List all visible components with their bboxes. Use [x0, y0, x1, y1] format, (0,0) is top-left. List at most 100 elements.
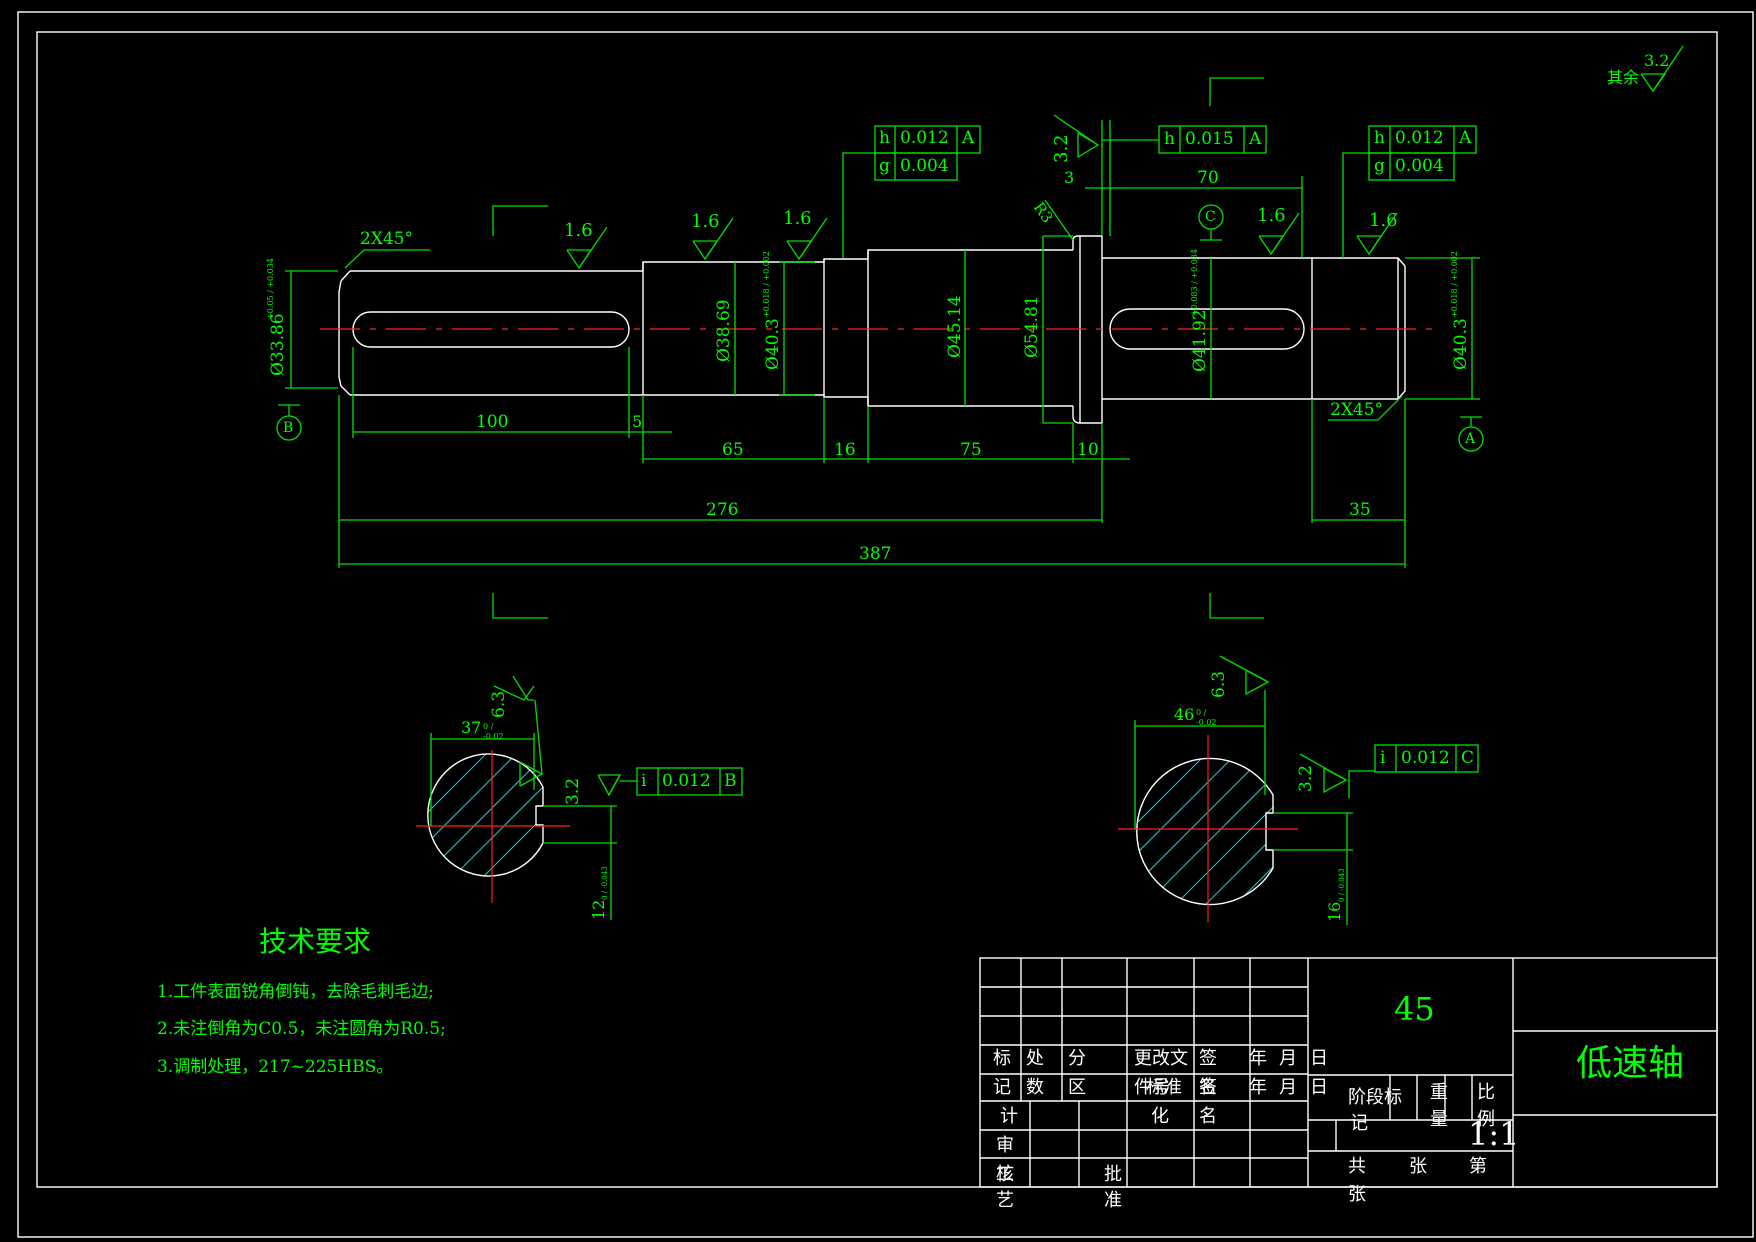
tech-title: 技术要求	[259, 925, 372, 958]
tb-r1-3: 更改文	[1134, 1048, 1188, 1069]
frame-left-sym2: g	[879, 156, 890, 176]
tb-sheets-num: 第	[1469, 1156, 1487, 1177]
dim-3: 3	[1064, 168, 1075, 187]
datum-a: A	[1465, 431, 1476, 447]
dim-100: 100	[476, 412, 509, 432]
roughness-3-2-mid: 3.2	[1051, 134, 1072, 163]
frame-left-val2: 0.004	[900, 156, 949, 176]
frame-right-datum1: A	[1459, 128, 1472, 148]
datum-markers	[276, 204, 1484, 452]
scale-value: 1:1	[1468, 1115, 1520, 1153]
frame-c-val: 0.012	[1401, 748, 1450, 768]
default-roughness: 其余 3.2	[1607, 45, 1684, 93]
roughness-1-6-a: 1.6	[564, 220, 593, 241]
keyway-right	[1109, 308, 1305, 350]
part-name: 低速轴	[1576, 1043, 1685, 1084]
roughness-1-6-c: 1.6	[783, 208, 812, 229]
tb-r1-4: 签	[1199, 1048, 1217, 1069]
tb-r1s-4: 名	[1199, 1077, 1217, 1098]
sec-b-width: 37	[461, 718, 482, 737]
roughness-symbols	[566, 114, 1398, 270]
tb-approve: 批	[1104, 1164, 1122, 1185]
tb-r1s-3: 件号	[1134, 1077, 1170, 1098]
sec-b-roughness-6-3: 6.3	[489, 690, 509, 718]
tb-sheets-unit1: 张	[1409, 1156, 1427, 1177]
frame-mid-val1: 0.015	[1185, 129, 1234, 149]
tb-r1s-2: 区	[1068, 1077, 1086, 1098]
tb-approve2: 准	[1104, 1190, 1122, 1211]
frame-left-sym1: h	[879, 128, 890, 148]
tb-r2-6: 年	[1249, 1077, 1267, 1098]
sheet-border	[17, 11, 1754, 1238]
tb-r1-1: 处	[1026, 1048, 1044, 1069]
roughness-1-6-b: 1.6	[691, 211, 720, 232]
sec-b-roughness-3-2: 3.2	[563, 777, 583, 805]
tb-r1-6: 月	[1279, 1048, 1297, 1069]
tolerance-frame-left	[842, 125, 981, 258]
chamfer-right-label: 2X45°	[1330, 400, 1384, 420]
dia-33-86: Ø33.86	[268, 313, 288, 376]
sec-b-key-depth-tol: 0 / -0.043	[601, 866, 609, 900]
tb-review2: 核	[996, 1164, 1014, 1185]
frame-b-sym: i	[641, 771, 647, 791]
svg-text:3.2: 3.2	[1644, 51, 1669, 70]
frame-b-val: 0.012	[662, 771, 711, 791]
datum-c: C	[1205, 209, 1216, 225]
tb-r1-7: 日	[1310, 1048, 1328, 1069]
frame-mid-sym1: h	[1164, 129, 1175, 149]
dia-33-86-tol: +0.05 / +0.034	[266, 258, 275, 320]
tb-r1-5: 年	[1249, 1048, 1267, 1069]
dim-65: 65	[722, 440, 744, 460]
sec-c-key-depth: 16	[1325, 901, 1344, 922]
dia-54-81: Ø54.81	[1022, 295, 1042, 358]
frame-b-datum: B	[724, 771, 737, 791]
tb-review: 审	[996, 1135, 1014, 1156]
tb-r2-3: 化	[1151, 1106, 1169, 1127]
frame-right-val1: 0.012	[1395, 128, 1444, 148]
sec-c-key-depth-tol: 0 / -0.043	[1338, 868, 1346, 902]
tolerance-frame-right	[1342, 125, 1477, 258]
dia-41-92: Ø41.92	[1190, 309, 1210, 372]
tb-sheets-total: 共	[1348, 1156, 1366, 1177]
frame-c-sym: i	[1380, 748, 1386, 768]
sec-c-width: 46	[1174, 705, 1195, 724]
dim-35: 35	[1349, 500, 1371, 520]
frame-right-val2: 0.004	[1395, 156, 1444, 176]
dim-387: 387	[859, 544, 892, 564]
roughness-1-6-e: 1.6	[1369, 210, 1398, 231]
sec-c-roughness-6-3: 6.3	[1209, 670, 1229, 698]
frame-right-sym1: h	[1374, 128, 1385, 148]
sec-c-width-tol: 0 / -0.02	[1196, 708, 1217, 727]
dia-41-92-tol: +0.083 / +0.034	[1190, 249, 1199, 316]
dim-10: 10	[1077, 440, 1099, 460]
roughness-1-6-d: 1.6	[1257, 205, 1286, 226]
dia-40-3-right: Ø40.3	[1451, 318, 1471, 370]
chamfer-left-label: 2X45°	[360, 229, 414, 249]
dia-45-14: Ø45.14	[945, 295, 965, 358]
tb-r2-8: 日	[1310, 1077, 1328, 1098]
tb-r2-1: 计	[1000, 1106, 1018, 1127]
tb-r1s-1: 数	[1026, 1077, 1044, 1098]
tb-scale2: 例	[1477, 1109, 1495, 1130]
tb-r2-2: 标准	[1146, 1077, 1182, 1098]
frame-right-sym2: g	[1374, 156, 1385, 176]
tb-stage2: 记	[1350, 1113, 1368, 1134]
tech-item-2: 2.未注倒角为C0.5，未注圆角为R0.5;	[157, 1019, 446, 1039]
section-markers	[492, 77, 1264, 619]
frame-c-datum: C	[1461, 748, 1475, 768]
tb-r1-0: 标	[993, 1048, 1011, 1069]
tb-r2-7: 月	[1279, 1077, 1297, 1098]
frame-mid-datum1: A	[1249, 129, 1262, 149]
section-c	[1118, 655, 1479, 925]
datum-b: B	[283, 420, 294, 436]
frame-left-val1: 0.012	[900, 128, 949, 148]
tb-craft: 工	[996, 1164, 1014, 1185]
tech-item-1: 1.工件表面锐角倒钝，去除毛刺毛边;	[157, 982, 434, 1002]
dia-40-3-left: Ø40.3	[763, 318, 783, 370]
svg-text:其余: 其余	[1607, 68, 1639, 87]
tb-r1s-0: 记	[993, 1077, 1011, 1098]
section-b	[416, 675, 743, 920]
frame-left-datum1: A	[962, 128, 975, 148]
dim-276: 276	[706, 500, 739, 520]
